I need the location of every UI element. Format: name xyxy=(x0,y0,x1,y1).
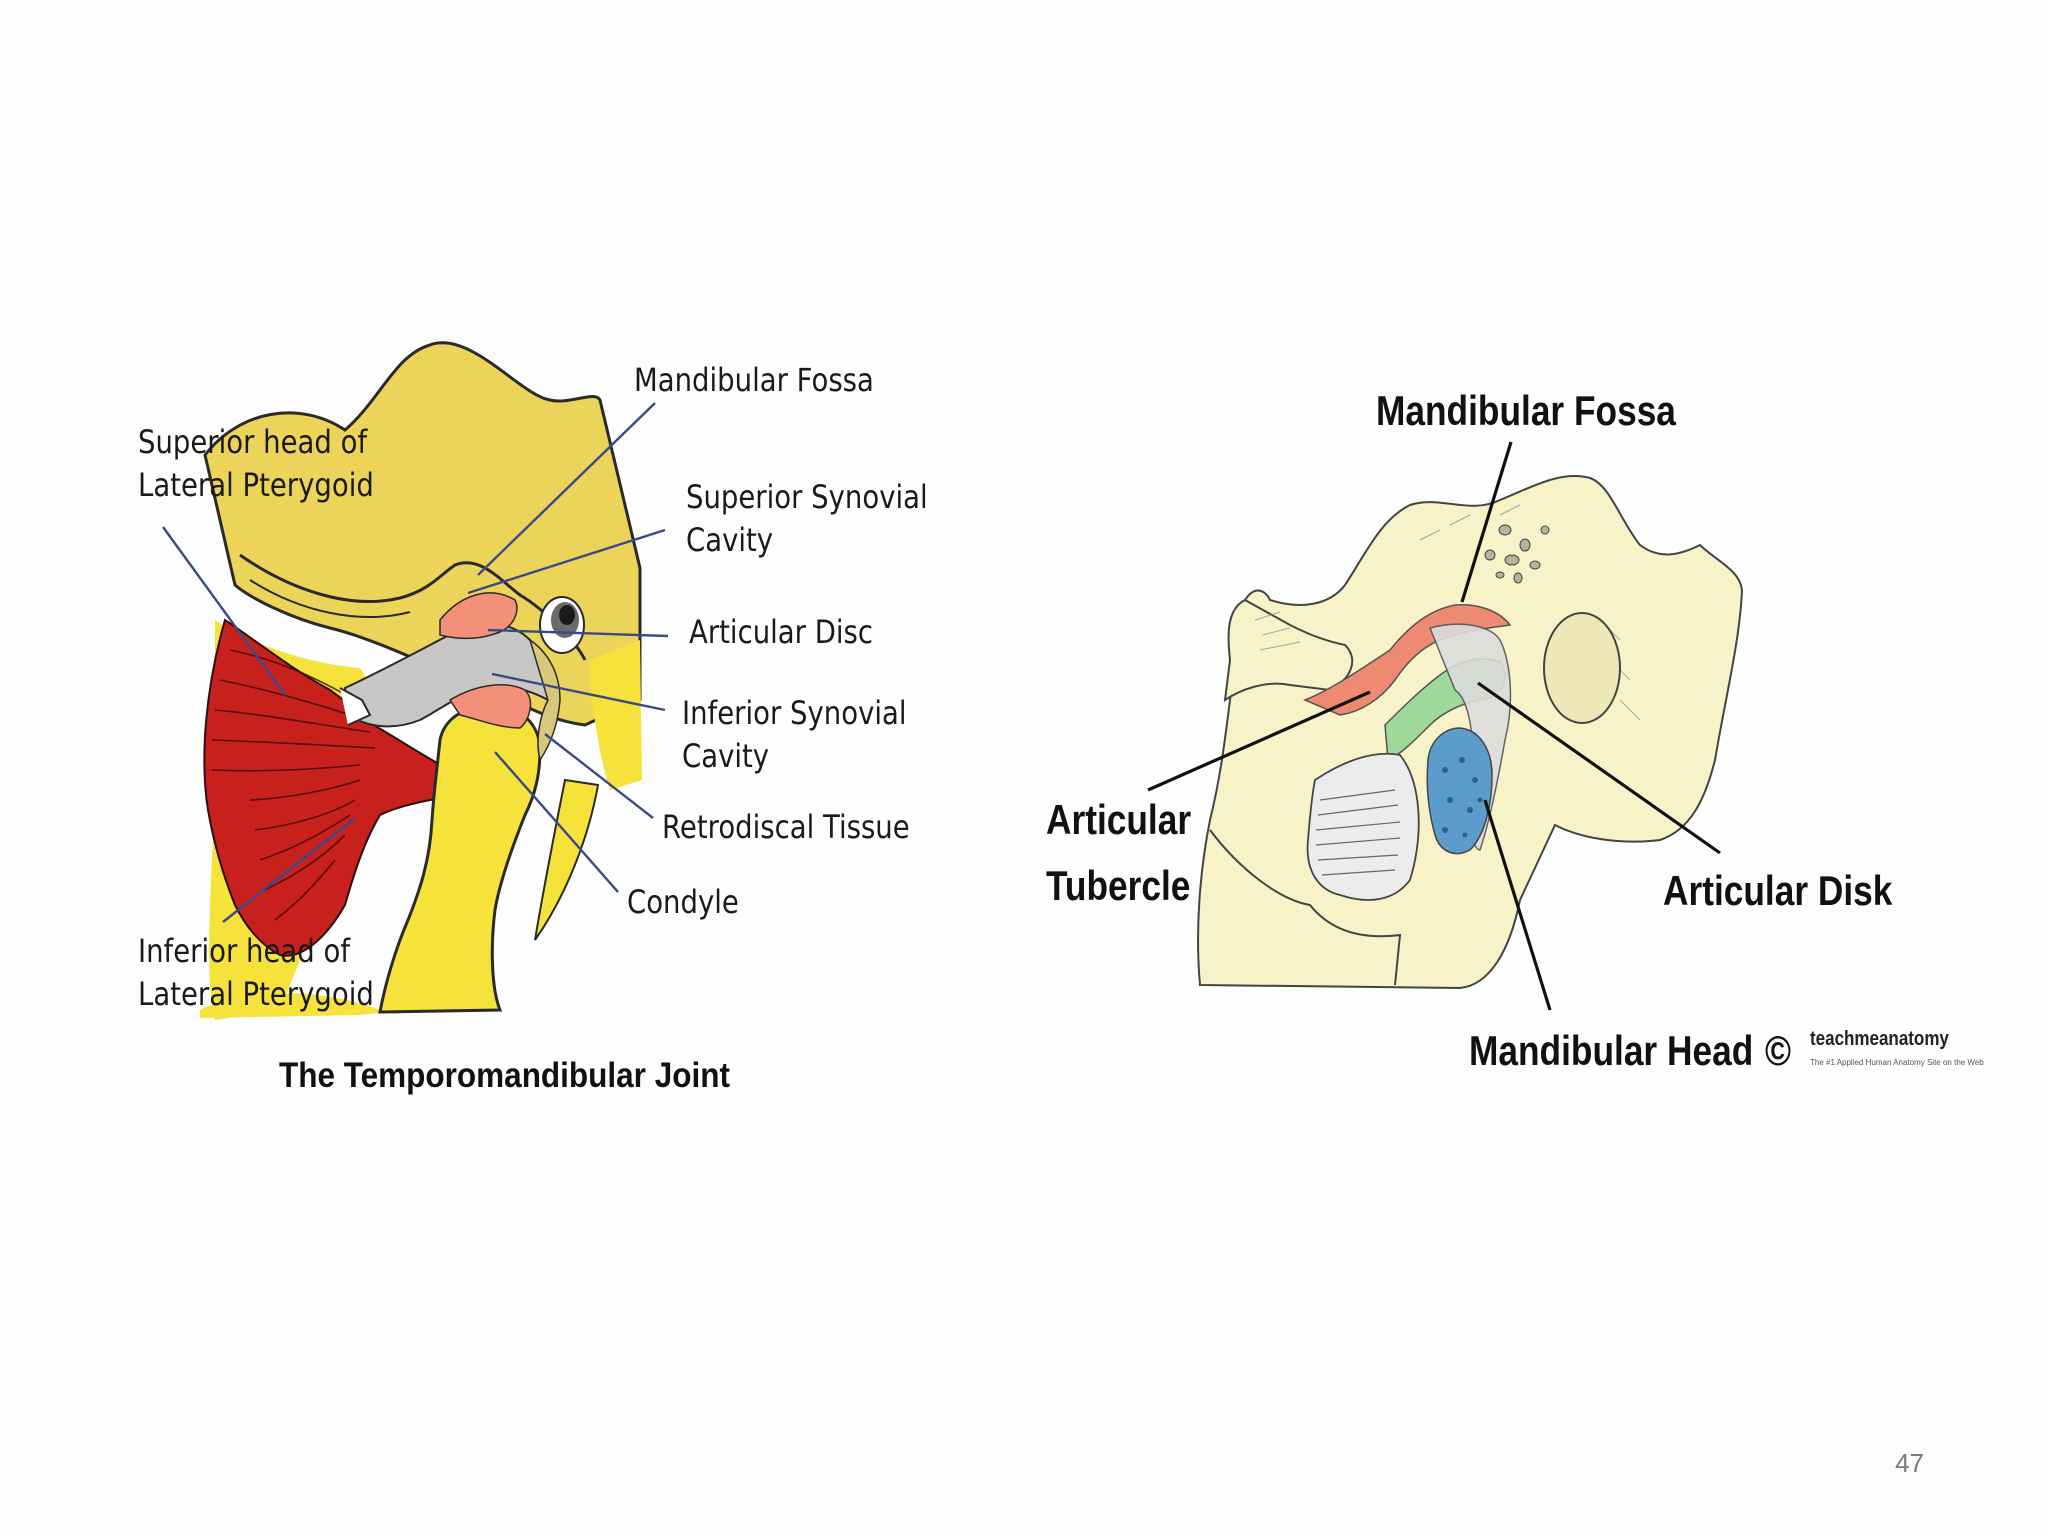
leader-retrodiscal xyxy=(544,733,654,819)
teachmeanatomy-logo: teachmeanatomy xyxy=(1810,1028,1949,1050)
leader-inferior-synovial xyxy=(491,672,666,712)
leader-inferior-head xyxy=(222,817,356,923)
pterygoideus-externus xyxy=(1306,752,1420,901)
leader-superior-head xyxy=(162,526,286,696)
label-r-mandibular-head: Mandibular Head xyxy=(1469,1027,1754,1074)
mandibular-head-right xyxy=(1426,727,1493,855)
leader-r-mandibular-fossa xyxy=(1460,441,1513,603)
leader-r-articular-disk xyxy=(1477,681,1721,855)
label-mandibular-fossa: Mandibular Fossa xyxy=(634,361,874,399)
leader-superior-synovial xyxy=(467,528,666,595)
label-superior-head: Superior head of Lateral Pterygoid xyxy=(138,423,374,504)
leader-r-articular-tubercle xyxy=(1147,690,1371,792)
label-retrodiscal-tissue: Retrodiscal Tissue xyxy=(662,808,910,846)
leader-condyle xyxy=(494,751,619,893)
label-inferior-head: Inferior head of Lateral Pterygoid xyxy=(138,932,374,1013)
label-condyle: Condyle xyxy=(627,883,739,921)
label-r-articular-disk: Articular Disk xyxy=(1663,867,1893,914)
leader-r-mandibular-head xyxy=(1483,799,1552,1011)
copyright-symbol: © xyxy=(1765,1027,1792,1074)
page-number: 47 xyxy=(1895,1448,1924,1478)
label-superior-synovial: Superior Synovial Cavity xyxy=(686,478,928,559)
label-r-articular-tubercle: Articular Tubercle xyxy=(1046,796,1192,909)
label-articular-disc: Articular Disc xyxy=(689,613,874,651)
caption-left-diagram: The Temporomandibular Joint xyxy=(279,1056,730,1095)
label-r-mandibular-fossa: Mandibular Fossa xyxy=(1376,387,1676,434)
leader-mandibular-fossa xyxy=(477,402,656,576)
temporal-bone-left xyxy=(203,341,642,727)
teachmeanatomy-tagline: The #1 Applied Human Anatomy Site on the… xyxy=(1810,1058,1984,1067)
label-inferior-synovial: Inferior Synovial Cavity xyxy=(682,694,907,775)
leader-articular-disc xyxy=(487,628,669,638)
